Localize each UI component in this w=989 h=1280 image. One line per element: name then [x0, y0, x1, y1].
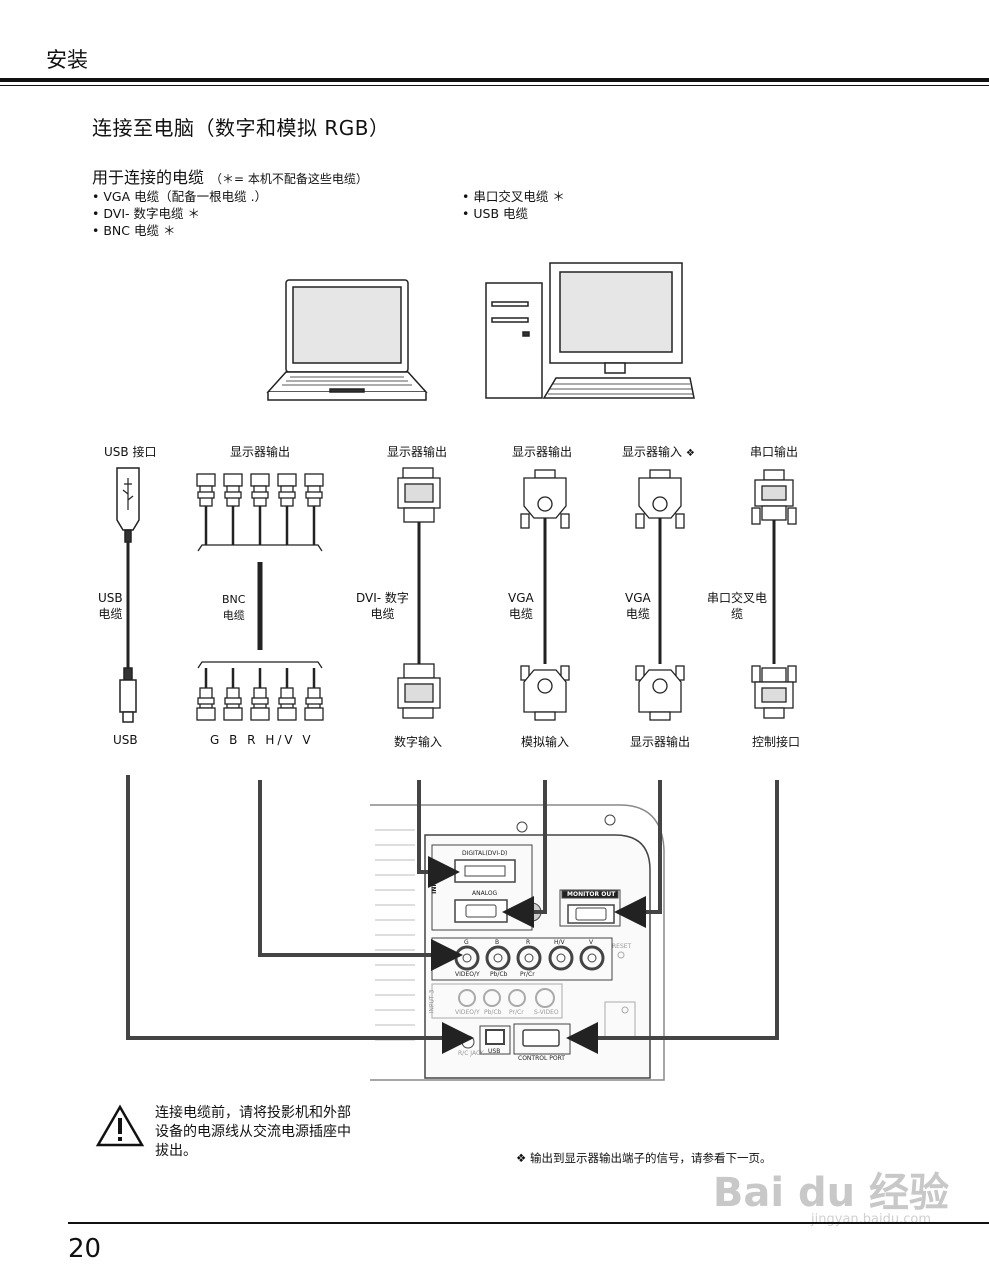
cable-label-line: DVI- 数字 — [356, 591, 409, 605]
cables-heading: 用于连接的电缆 （＊= 本机不配备这些电缆） — [92, 164, 368, 188]
label-monitor-out-bnc: 显示器输出 — [230, 445, 291, 459]
panel-bnc-sub-pr: Pr/Cr — [520, 971, 535, 978]
bnc-connection-line — [258, 780, 463, 971]
connection-lines — [126, 775, 779, 1054]
panel-label-rc-jack: R/C JACK — [458, 1050, 485, 1057]
bnc-connectors-top — [196, 473, 324, 552]
panel-bnc-v: V — [589, 939, 594, 946]
panel-bnc-sub-pb: Pb/Cb — [490, 971, 508, 978]
bottom-label-digital-in: 数字输入 — [394, 735, 443, 749]
panel-label-control-port: CONTROL PORT — [518, 1055, 565, 1062]
cable-label-line: 电缆 — [98, 607, 123, 621]
usb-cable — [116, 467, 140, 723]
monitor-out-connection-line — [614, 780, 662, 928]
bottom-label-monitor-out: 显示器输出 — [630, 735, 691, 749]
monitor-in-mark: ❖ — [685, 448, 695, 459]
panel-bnc-b: B — [495, 939, 500, 946]
panel-label-digital: DIGITAL(DVI-D) — [462, 850, 508, 857]
panel-rca-y: VIDEO/Y — [455, 1009, 480, 1016]
warning-line: 设备的电源线从交流电源插座中 — [155, 1124, 351, 1140]
panel-bnc-g: G — [464, 939, 469, 946]
cable-label-vga2: VGA 电缆 — [625, 590, 651, 622]
cable-label-serial: 串口交叉电 缆 — [707, 590, 767, 622]
label-usb-port: USB 接口 — [104, 445, 157, 459]
panel-label-input3: INPUT 3 — [428, 989, 436, 1014]
dvi-cable — [397, 467, 441, 719]
page-header-title: 安装 — [46, 48, 88, 72]
panel-label-input: INPUT — [430, 873, 438, 894]
vga-analog-connection-line — [502, 780, 547, 928]
cable-label-vga1: VGA 电缆 — [508, 590, 534, 622]
warning-line: 连接电缆前，请将投影机和外部 — [155, 1105, 351, 1121]
label-serial-out: 串口输出 — [750, 445, 799, 459]
dvi-connection-line — [417, 780, 460, 888]
usb-connection-line — [126, 775, 474, 1054]
header-rule — [0, 78, 989, 82]
label-monitor-in-text: 显示器输入 — [622, 445, 683, 459]
vga-cable-2 — [635, 469, 685, 721]
cable-label-line: 电缆 — [508, 607, 533, 621]
cable-label-line: VGA — [625, 591, 651, 605]
page-number: 20 — [68, 1234, 102, 1264]
cable-label-line: 串口交叉电 — [707, 591, 768, 605]
control-connection-line — [566, 780, 779, 1054]
cable-label-usb: USB 电缆 — [98, 590, 123, 622]
label-monitor-in: 显示器输入 ❖ — [622, 443, 695, 460]
label-monitor-out-vga: 显示器输出 — [512, 445, 573, 459]
footer-rule — [68, 1222, 989, 1224]
baidu-watermark: Bai du 经验 — [712, 1170, 949, 1216]
warning-line: 拔出。 — [155, 1143, 197, 1159]
panel-rca-pr: Pr/Cr — [509, 1009, 524, 1016]
bottom-label-control-port: 控制接口 — [752, 735, 801, 749]
list-item: DVI- 数字电缆 ＊ — [92, 205, 267, 222]
cable-list-right: 串口交叉电缆 ＊ USB 电缆 — [462, 188, 565, 222]
projector-panel — [370, 804, 665, 1081]
desktop-illustration — [485, 262, 695, 399]
bnc-connectors-bottom — [196, 661, 324, 721]
cable-label-dvi: DVI- 数字 电缆 — [356, 590, 409, 622]
footnote: ❖ 输出到显示器输出端子的信号，请参看下一页。 — [516, 1151, 772, 1165]
warning-text: 连接电缆前，请将投影机和外部 设备的电源线从交流电源插座中 拔出。 — [155, 1104, 351, 1161]
bottom-label-bnc: G B R H/V V — [210, 733, 314, 747]
list-item: 串口交叉电缆 ＊ — [462, 188, 564, 205]
cables-heading-text: 用于连接的电缆 — [92, 168, 205, 187]
list-item: BNC 电缆 ＊ — [92, 222, 267, 239]
panel-bnc-hv: H/V — [554, 939, 565, 946]
label-monitor-out-dvi: 显示器输出 — [387, 445, 448, 459]
panel-rca-pb: Pb/Cb — [484, 1009, 502, 1016]
cable-label-line: VGA — [508, 591, 534, 605]
panel-label-usb: USB — [488, 1048, 501, 1055]
panel-bnc-r: R — [526, 939, 531, 946]
cable-label-line: 电缆 — [222, 609, 245, 622]
header-rule-thin — [0, 85, 989, 86]
baidu-watermark-url: jingyan.baidu.com — [811, 1212, 931, 1227]
panel-rca-svideo: S-VIDEO — [534, 1009, 559, 1016]
cable-label-line: USB — [98, 591, 123, 605]
bottom-label-analog-in: 模拟输入 — [521, 735, 570, 749]
cables-note: （＊= 本机不配备这些电缆） — [210, 172, 368, 186]
list-item: VGA 电缆（配备一根电缆 .） — [92, 188, 267, 205]
laptop-illustration — [266, 279, 428, 401]
cable-label-bnc: BNC 电缆 — [222, 592, 245, 624]
serial-cable — [751, 469, 797, 719]
panel-label-monitor-out: MONITOR OUT — [567, 891, 616, 898]
cable-label-line: 电缆 — [625, 607, 650, 621]
list-item: USB 电缆 — [462, 205, 565, 222]
panel-label-reset: RESET — [612, 943, 632, 950]
panel-label-input2: IN 2 — [431, 951, 440, 967]
bottom-label-usb: USB — [113, 733, 138, 747]
cable-label-line: 电缆 — [370, 607, 395, 621]
cable-label-line: BNC — [222, 593, 246, 606]
panel-label-analog: ANALOG — [472, 890, 498, 897]
section-title: 连接至电脑（数字和模拟 RGB） — [92, 116, 390, 140]
cable-label-line: 缆 — [731, 607, 744, 621]
vga-cable-1 — [520, 469, 570, 721]
panel-bnc-sub-y: VIDEO/Y — [455, 971, 480, 978]
cable-list-left: VGA 电缆（配备一根电缆 .） DVI- 数字电缆 ＊ BNC 电缆 ＊ — [92, 188, 267, 239]
warning-icon — [95, 1104, 145, 1147]
